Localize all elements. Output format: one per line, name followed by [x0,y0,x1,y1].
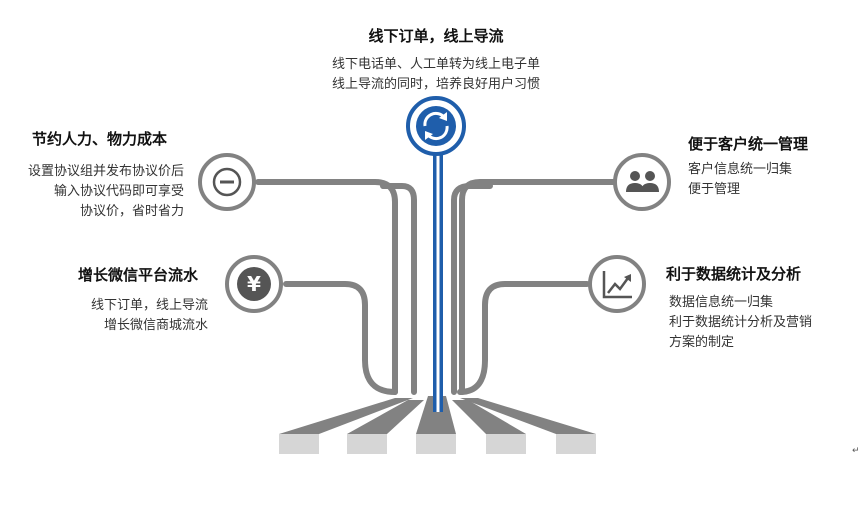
right-lower-desc-line: 方案的制定 [669,335,735,350]
top-description: 线下电话单、人工单转为线上电子单 线上导流的同时，培养良好用户习惯 [296,55,576,95]
minus-circle-icon [198,153,256,211]
root-wedge [460,398,596,434]
branch-left-lower [283,281,398,395]
svg-text:¥: ¥ [247,272,261,296]
right-lower-description: 数据信息统一归集 利于数据统计分析及营销 方案的制定 [669,293,812,353]
left-upper-desc-line: 设置协议组并发布协议价后 [27,164,184,179]
right-lower-desc-line: 数据信息统一归集 [669,295,774,310]
right-upper-desc-line: 便于管理 [688,182,741,197]
chart-trend-icon [588,255,646,313]
branch-left-inner [380,183,417,395]
right-upper-desc-line: 客户信息统一归集 [688,162,793,177]
left-lower-description: 线下订单，线上导流 增长微信商城流水 [0,296,208,336]
trunk-white [436,150,440,412]
return-mark: ↵ [852,446,860,456]
left-lower-desc-line: 增长微信商城流水 [103,318,208,333]
yen-icon: ¥ [225,255,283,313]
root-wedge [416,396,456,434]
base-block [556,434,596,454]
root-wedge [279,398,413,434]
left-upper-description: 设置协议组并发布协议价后 输入协议代码即可享受 协议价，省时省力 [0,162,184,222]
right-lower-title: 利于数据统计及分析 [666,265,802,283]
base-blocks [279,434,596,454]
branches [255,179,617,395]
users-icon [613,153,671,211]
branch-right-lower [457,281,590,395]
left-lower-desc-line: 线下订单，线上导流 [90,298,208,313]
base-block [486,434,526,454]
base-block [279,434,319,454]
left-upper-desc-line: 输入协议代码即可享受 [53,184,184,199]
right-upper-title: 便于客户统一管理 [688,135,809,153]
base-block [416,434,456,454]
left-upper-title: 节约人力、物力成本 [32,130,168,148]
trunk [433,150,443,412]
base-block [347,434,387,454]
root-wedge [347,400,424,434]
right-upper-description: 客户信息统一归集 便于管理 [688,160,792,200]
branch-right-inner [451,183,493,395]
root-wedges [279,396,596,434]
top-desc-line: 线上导流的同时，培养良好用户习惯 [331,77,540,92]
left-upper-desc-line: 协议价，省时省力 [79,204,184,219]
left-lower-title: 增长微信平台流水 [78,266,199,284]
root-wedge [452,400,526,434]
refresh-icon [406,96,466,156]
top-title: 线下订单，线上导流 [368,27,504,45]
right-lower-desc-line: 利于数据统计分析及营销 [669,315,813,330]
top-desc-line: 线下电话单、人工单转为线上电子单 [331,57,540,72]
